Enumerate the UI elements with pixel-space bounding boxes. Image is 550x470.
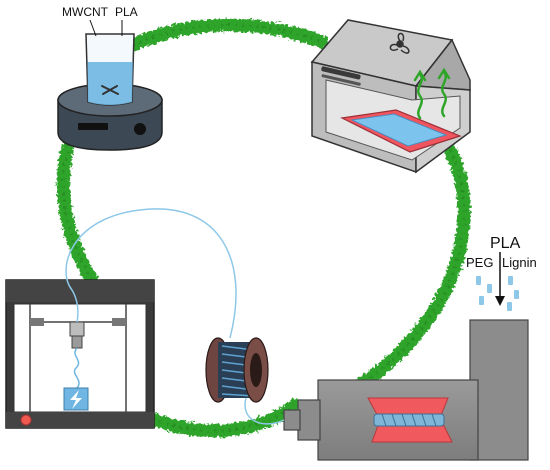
fan-icon [389,32,410,54]
stirrer-knob [134,123,146,135]
mwcnt-label: MWCNT [62,5,109,19]
extruder-nozzle [283,409,301,431]
drying-oven [310,19,471,174]
print-head [69,321,85,337]
drying-film [350,113,448,147]
beaker-solution [87,62,133,105]
heat-wave-icons [413,67,451,120]
extruder-screw [373,413,445,427]
printer-top-bar [6,280,154,302]
stirrer-display [78,123,108,130]
lignin-label: Lignin [502,255,537,270]
extruder [283,319,529,461]
printed-filament [73,347,80,389]
loop-segment-extruder-to-printer [143,398,302,438]
oven-vent-slot [321,66,361,80]
feed-arrow-head [495,296,505,306]
filament-feed-to-printer [65,208,237,339]
printer-bottom-bar [6,412,154,428]
printer-power-button [20,414,32,426]
extruder-die [297,399,321,441]
pellet-icons [476,276,519,311]
stir-bar-icon [101,85,119,95]
peg-label: PEG [466,255,493,270]
extruder-hopper [469,319,529,461]
loop-segment-oven-to-extruder [353,143,471,392]
pla-feed-label: PLA [490,235,521,252]
3d-printer [5,208,237,429]
process-loop [56,18,471,438]
filament-spool [205,337,285,425]
screw-flights [381,413,437,427]
mwcnt-pointer [89,19,97,37]
magnetic-stirrer: MWCNT PLA [57,5,163,151]
feed-materials: PLA PEG Lignin [466,235,537,311]
filament-spool-to-extruder [244,397,285,425]
lightning-icon [70,390,82,409]
pla-beaker-label: PLA [115,5,138,19]
